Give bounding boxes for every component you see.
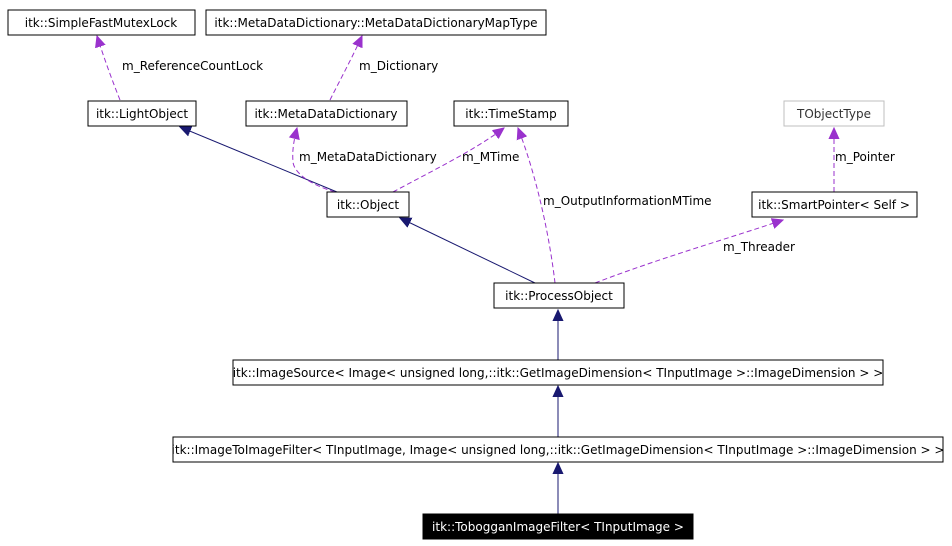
node-tobject-type[interactable]: TObjectType	[783, 100, 885, 127]
node-label: itk::SmartPointer< Self >	[758, 198, 910, 212]
label-reference-count-lock: m_ReferenceCountLock	[122, 59, 263, 73]
edge-dictionary	[329, 36, 362, 101]
node-label: itk::SimpleFastMutexLock	[25, 16, 178, 30]
edge-object-inherits-lightobject	[180, 127, 338, 193]
node-metadata-map-type[interactable]: itk::MetaDataDictionary::MetaDataDiction…	[205, 9, 547, 36]
node-label: TObjectType	[796, 107, 871, 121]
node-process-object[interactable]: itk::ProcessObject	[493, 282, 625, 309]
label-metadata-dictionary: m_MetaDataDictionary	[299, 150, 437, 164]
node-label: itk::LightObject	[96, 107, 188, 121]
node-label: itk::TimeStamp	[465, 107, 556, 121]
node-time-stamp[interactable]: itk::TimeStamp	[453, 100, 569, 127]
node-toboggan-image-filter[interactable]: itk::TobogganImageFilter< TInputImage >	[422, 513, 694, 540]
node-metadata-dictionary[interactable]: itk::MetaDataDictionary	[245, 100, 408, 127]
label-output-information-mtime: m_OutputInformationMTime	[543, 194, 712, 208]
node-label: itk::ImageSource< Image< unsigned long,:…	[233, 366, 884, 380]
edge-labels: m_ReferenceCountLock m_Dictionary m_Meta…	[122, 59, 895, 254]
nodes: itk::SimpleFastMutexLock itk::MetaDataDi…	[7, 9, 945, 540]
node-light-object[interactable]: itk::LightObject	[87, 100, 197, 127]
node-label: itk::ImageToImageFilter< TInputImage, Im…	[172, 443, 945, 457]
node-image-source[interactable]: itk::ImageSource< Image< unsigned long,:…	[232, 359, 884, 386]
node-object[interactable]: itk::Object	[326, 191, 410, 218]
node-label: itk::ProcessObject	[505, 289, 613, 303]
node-simple-fast-mutex-lock[interactable]: itk::SimpleFastMutexLock	[7, 9, 196, 36]
label-threader: m_Threader	[723, 240, 795, 254]
edge-output-information-mtime	[518, 128, 556, 284]
node-image-to-image-filter[interactable]: itk::ImageToImageFilter< TInputImage, Im…	[172, 436, 945, 463]
node-smart-pointer[interactable]: itk::SmartPointer< Self >	[751, 191, 918, 218]
label-mtime: m_MTime	[462, 150, 519, 164]
edge-processobject-inherits-object	[400, 218, 536, 284]
label-pointer: m_Pointer	[835, 150, 895, 164]
edge-mtime	[392, 128, 504, 193]
label-dictionary: m_Dictionary	[359, 59, 438, 73]
edges	[97, 36, 834, 514]
edge-threader	[594, 220, 783, 284]
node-label: itk::MetaDataDictionary::MetaDataDiction…	[214, 16, 537, 30]
node-label: itk::MetaDataDictionary	[254, 107, 397, 121]
edge-reference-count-lock	[97, 36, 121, 101]
node-label: itk::TobogganImageFilter< TInputImage >	[432, 520, 684, 534]
node-label: itk::Object	[337, 198, 399, 212]
